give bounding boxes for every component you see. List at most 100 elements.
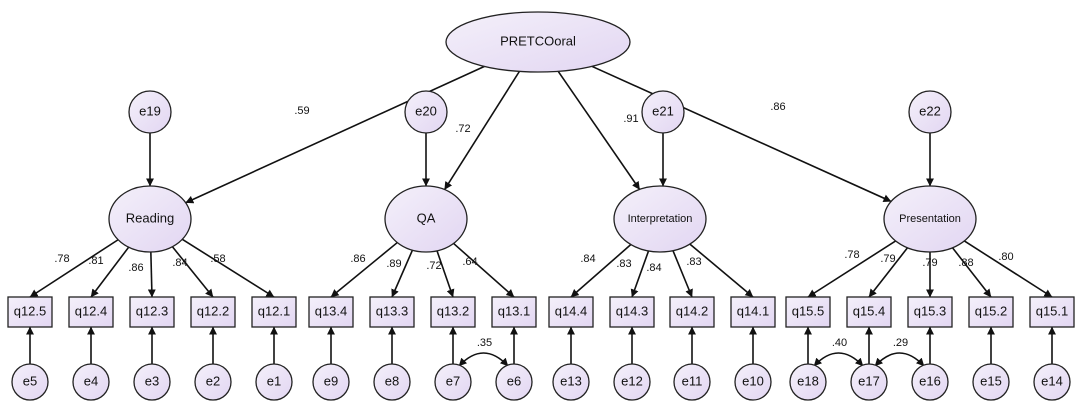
item-label-q15.4: q15.4 xyxy=(853,303,886,318)
path-arrow-interp xyxy=(557,70,641,190)
item-label-q14.1: q14.1 xyxy=(737,303,770,318)
loading-label-qa: .72 xyxy=(455,123,470,135)
error-e8 xyxy=(373,363,411,401)
disturbance-label-e22: e22 xyxy=(919,103,941,118)
disturbance-label-e19: e19 xyxy=(139,103,161,118)
node-layer: PRETCOoralReadinge19QAe20Interpretatione… xyxy=(7,11,1075,401)
loading-label-q12.4: .81 xyxy=(88,255,103,267)
path-arrow-q15.1 xyxy=(963,240,1053,298)
item-label-q12.1: q12.1 xyxy=(258,303,291,318)
observed-item-q15.2 xyxy=(968,296,1014,328)
loading-label-q14.2: .84 xyxy=(646,262,661,274)
path-arrow-q15.5 xyxy=(807,240,897,298)
covariance-e18-e17 xyxy=(813,352,864,367)
observed-item-q14.4 xyxy=(548,296,594,328)
path-arrow-q14.2 xyxy=(672,250,693,298)
error-e2 xyxy=(194,363,232,401)
loading-label-q15.3: .79 xyxy=(922,257,937,269)
path-arrow-q14.4 xyxy=(570,243,632,298)
error-e9 xyxy=(312,363,350,401)
observed-item-q12.4 xyxy=(68,296,114,328)
item-label-q14.4: q14.4 xyxy=(555,303,588,318)
loading-label-q15.4: .79 xyxy=(880,253,895,265)
loading-label-q14.3: .83 xyxy=(616,258,631,270)
error-e12 xyxy=(613,363,651,401)
path-arrow-q12.3 xyxy=(147,251,156,298)
observed-item-q13.2 xyxy=(430,296,476,328)
path-arrow-reading xyxy=(185,65,485,204)
error-e16 xyxy=(911,363,949,401)
item-label-q12.3: q12.3 xyxy=(136,303,169,318)
observed-item-q13.3 xyxy=(369,296,415,328)
error-e6 xyxy=(495,363,533,401)
observed-item-q14.1 xyxy=(730,296,776,328)
path-arrow-q14.3 xyxy=(630,250,650,298)
error-label-e18: e18 xyxy=(797,373,819,388)
error-label-e14: e14 xyxy=(1041,373,1063,388)
covariance-label-e17-e16: .29 xyxy=(893,337,908,349)
loading-label-q15.5: .78 xyxy=(844,249,859,261)
factor-label-reading: Reading xyxy=(126,210,174,225)
error-label-e4: e4 xyxy=(84,373,98,388)
second-order-factor-label: PRETCOoral xyxy=(500,33,576,48)
observed-item-q13.1 xyxy=(491,296,537,328)
observed-item-q12.5 xyxy=(7,296,53,328)
path-arrow-qa xyxy=(443,70,521,191)
loading-label-pres: .86 xyxy=(770,101,785,113)
item-label-q12.5: q12.5 xyxy=(14,303,47,318)
loading-label-q12.2: .84 xyxy=(172,257,187,269)
path-arrow-q15.2 xyxy=(951,247,992,298)
factor-label-qa: QA xyxy=(417,210,436,225)
path-arrow-q13.3 xyxy=(391,249,414,298)
error-e14 xyxy=(1033,363,1071,401)
error-label-e3: e3 xyxy=(145,373,159,388)
disturbance-e21 xyxy=(641,90,685,134)
loading-label-q13.4: .86 xyxy=(350,253,365,265)
disturbance-e22 xyxy=(908,90,952,134)
loading-label-q12.3: .86 xyxy=(128,262,143,274)
error-label-e17: e17 xyxy=(858,373,880,388)
error-e10 xyxy=(734,363,772,401)
path-arrow-q13.1 xyxy=(453,242,515,298)
observed-item-q14.3 xyxy=(609,296,655,328)
loading-label-interp: .91 xyxy=(623,113,638,125)
observed-item-q14.2 xyxy=(669,296,715,328)
error-e18 xyxy=(789,363,827,401)
error-label-e2: e2 xyxy=(206,373,220,388)
loading-label-q14.4: .84 xyxy=(580,253,595,265)
error-label-e9: e9 xyxy=(324,373,338,388)
factor-label-interp: Interpretation xyxy=(628,213,693,225)
error-e13 xyxy=(552,363,590,401)
covariance-e7-e6 xyxy=(458,352,509,367)
loading-label-q13.2: .72 xyxy=(426,260,441,272)
loading-label-q15.2: .88 xyxy=(958,257,973,269)
item-label-q13.1: q13.1 xyxy=(498,303,531,318)
loading-label-q13.3: .89 xyxy=(386,258,401,270)
factor-interp xyxy=(613,185,707,253)
item-label-q15.2: q15.2 xyxy=(975,303,1008,318)
path-arrow-q13.4 xyxy=(330,241,398,298)
error-e11 xyxy=(673,363,711,401)
error-label-e5: e5 xyxy=(23,373,37,388)
loading-label-q15.1: .80 xyxy=(998,251,1013,263)
error-e5 xyxy=(11,363,49,401)
loading-label-reading: .59 xyxy=(294,105,309,117)
factor-label-pres: Presentation xyxy=(899,213,961,225)
item-label-q12.2: q12.2 xyxy=(197,303,230,318)
error-label-e8: e8 xyxy=(385,373,399,388)
loading-label-q13.1: .64 xyxy=(462,256,477,268)
loading-label-q14.1: .83 xyxy=(686,256,701,268)
edge-layer xyxy=(26,65,1056,367)
error-label-e15: e15 xyxy=(980,373,1002,388)
factor-qa xyxy=(384,185,468,253)
path-arrow-q12.1 xyxy=(181,238,275,298)
item-label-q13.4: q13.4 xyxy=(315,303,348,318)
error-label-e13: e13 xyxy=(560,373,582,388)
observed-item-q15.3 xyxy=(907,296,953,328)
factor-reading xyxy=(108,185,192,253)
second-order-factor xyxy=(445,11,631,73)
error-e15 xyxy=(972,363,1010,401)
error-e1 xyxy=(255,363,293,401)
path-arrow-q12.5 xyxy=(29,239,119,298)
